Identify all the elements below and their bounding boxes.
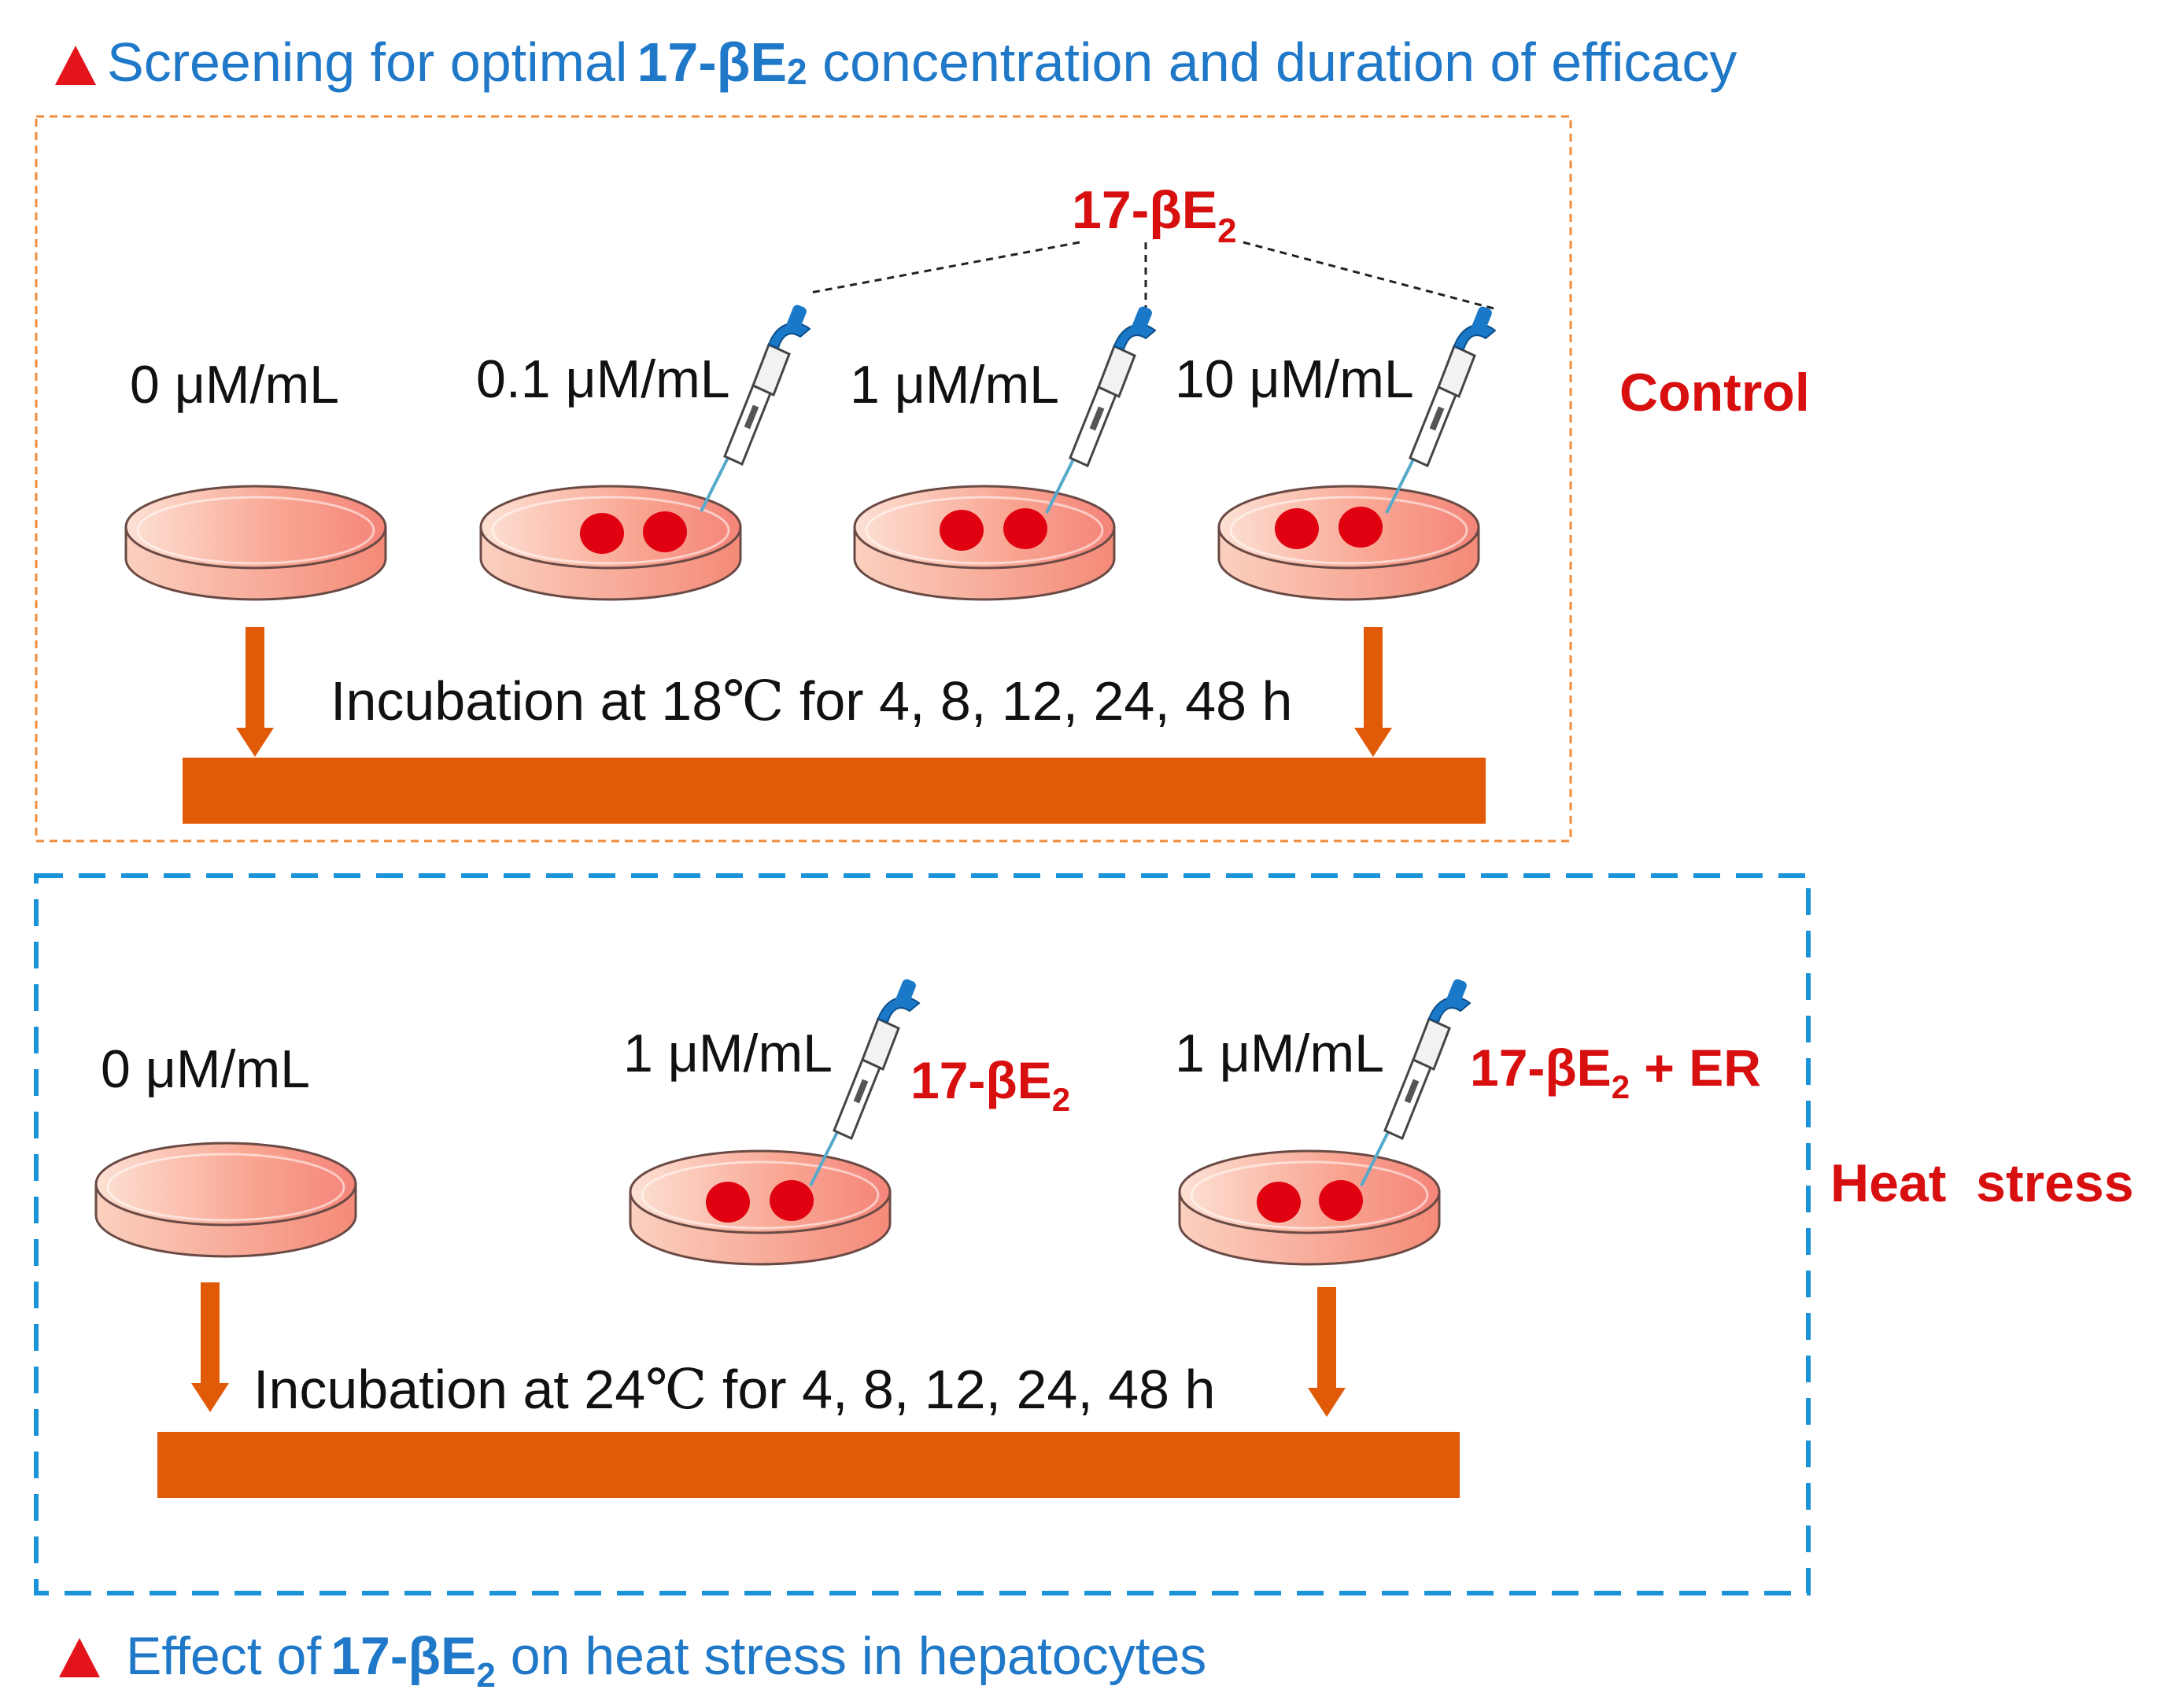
control-side-label: Control (1619, 363, 1810, 422)
control-dose-2: 1 μM/mL (850, 355, 1059, 415)
heat-dose-2-value: 1 (1175, 1024, 1205, 1083)
bottom-title-before: Effect of (126, 1626, 321, 1686)
cell-dot (940, 510, 984, 551)
control-dose-2-unit: μM/mL (895, 355, 1059, 415)
control-dose-1-value: 0.1 (476, 349, 551, 409)
heat-dose-0: 0 μM/mL (101, 1039, 310, 1099)
heat-dose-2-unit: μM/mL (1220, 1024, 1384, 1083)
heat-incubation-bar (157, 1432, 1460, 1498)
heat-treatment-2-main: 17-βE (1470, 1038, 1612, 1097)
control-dose-3-value: 10 (1175, 349, 1235, 409)
arrow-down-icon (236, 627, 274, 757)
control-incubation-before: Incubation at 18 (330, 670, 722, 732)
control-incubation-degree: ℃ (722, 672, 784, 732)
top-title-before: Screening for optimal (107, 31, 627, 93)
cell-dot (1257, 1182, 1301, 1223)
cell-dot (706, 1182, 750, 1223)
cell-dot (643, 511, 687, 552)
heat-treatment-1-sub: 2 (1052, 1081, 1070, 1118)
heat-dose-0-unit: μM/mL (146, 1039, 310, 1099)
control-incubation-after: for 4, 8, 12, 24, 48 h (784, 670, 1292, 732)
bottom-title-reagent: 17-βE (330, 1626, 476, 1686)
petri-dish-icon (94, 1142, 357, 1258)
heat-incubation-before: Incubation at 24 (253, 1359, 645, 1420)
control-dose-3: 10 μM/mL (1175, 349, 1414, 409)
control-dose-0: 0 μM/mL (130, 355, 339, 415)
bottom-title-after: on heat stress in hepatocytes (496, 1626, 1206, 1686)
control-panel-border (35, 115, 1572, 843)
control-incubation-text: Incubation at 18℃ for 4, 8, 12, 24, 48 h (330, 670, 1292, 732)
heat-incubation-degree: ℃ (645, 1360, 707, 1421)
triangle-icon (59, 1638, 100, 1677)
cell-dot (1339, 507, 1383, 548)
heat-treatment-1-main: 17-βE (910, 1051, 1052, 1109)
pipette-icon (1045, 303, 1157, 515)
cell-dot (1003, 508, 1047, 549)
heat-dose-1: 1 μM/mL (623, 1024, 833, 1083)
control-dose-1-unit: μM/mL (565, 349, 729, 409)
petri-dish-icon (1178, 1149, 1441, 1266)
cell-dot (580, 513, 624, 554)
heat-treatment-2-sub: 2 (1612, 1068, 1630, 1105)
control-dose-1: 0.1 μM/mL (476, 349, 730, 409)
arrow-down-icon (1354, 627, 1392, 757)
heat-incubation-text: Incubation at 24℃ for 4, 8, 12, 24, 48 h (253, 1359, 1215, 1421)
cell-dot (1319, 1180, 1363, 1221)
control-dose-0-value: 0 (130, 355, 160, 415)
heat-panel-border (34, 873, 1811, 1595)
petri-dish-icon (853, 485, 1116, 601)
heat-dose-0-value: 0 (101, 1039, 131, 1099)
heat-dose-2: 1 μM/mL (1175, 1024, 1384, 1083)
heat-dose-1-value: 1 (623, 1024, 653, 1083)
heat-treatment-2-suffix: + ER (1630, 1038, 1761, 1097)
top-title-reagent-sub: 2 (787, 51, 807, 92)
triangle-icon (55, 46, 96, 85)
cell-dot (770, 1180, 814, 1221)
arrow-down-icon (1308, 1287, 1346, 1417)
reagent-connector-lines (810, 241, 1494, 310)
heat-side-label: Heat stress (1830, 1153, 2134, 1213)
bottom-title-reagent-sub: 2 (476, 1656, 495, 1695)
heat-incubation-after: for 4, 8, 12, 24, 48 h (707, 1359, 1215, 1420)
heat-dose-1-unit: μM/mL (668, 1024, 833, 1083)
control-dose-0-unit: μM/mL (175, 355, 339, 415)
control-reagent-label: 17-βE2 (1072, 180, 1237, 250)
control-reagent-main: 17-βE (1072, 180, 1217, 240)
control-dose-3-unit: μM/mL (1250, 349, 1414, 409)
control-reagent-sub: 2 (1217, 212, 1236, 250)
control-incubation-bar (183, 758, 1486, 824)
top-title-after: concentration and duration of efficacy (807, 31, 1737, 93)
petri-dish-icon (629, 1149, 892, 1266)
petri-dish-icon (124, 485, 387, 601)
heat-treatment-2: 17-βE2 + ER (1470, 1038, 1761, 1105)
arrow-down-icon (191, 1282, 229, 1412)
heat-treatment-1: 17-βE2 (910, 1051, 1070, 1118)
cell-dot (1275, 508, 1319, 549)
control-dose-2-value: 1 (850, 355, 880, 415)
top-title-reagent: 17-βE (637, 31, 787, 93)
